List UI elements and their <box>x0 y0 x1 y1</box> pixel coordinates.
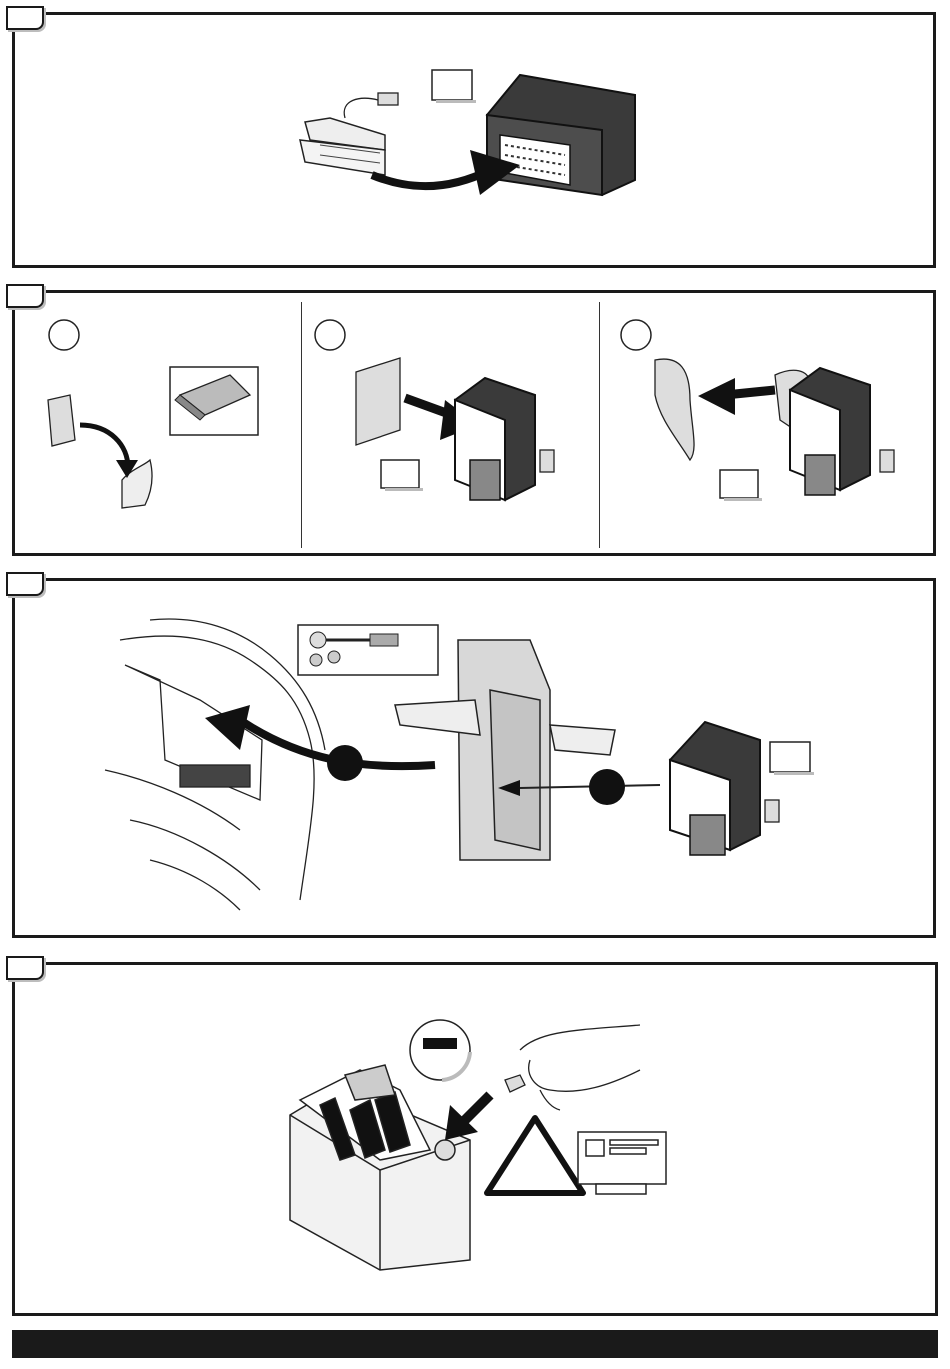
hand-icon <box>505 1025 640 1110</box>
footer-bar <box>12 1330 938 1358</box>
warning-triangle-icon <box>487 1118 583 1193</box>
battery-icon <box>290 1065 470 1270</box>
radio-display-icon <box>578 1132 666 1194</box>
